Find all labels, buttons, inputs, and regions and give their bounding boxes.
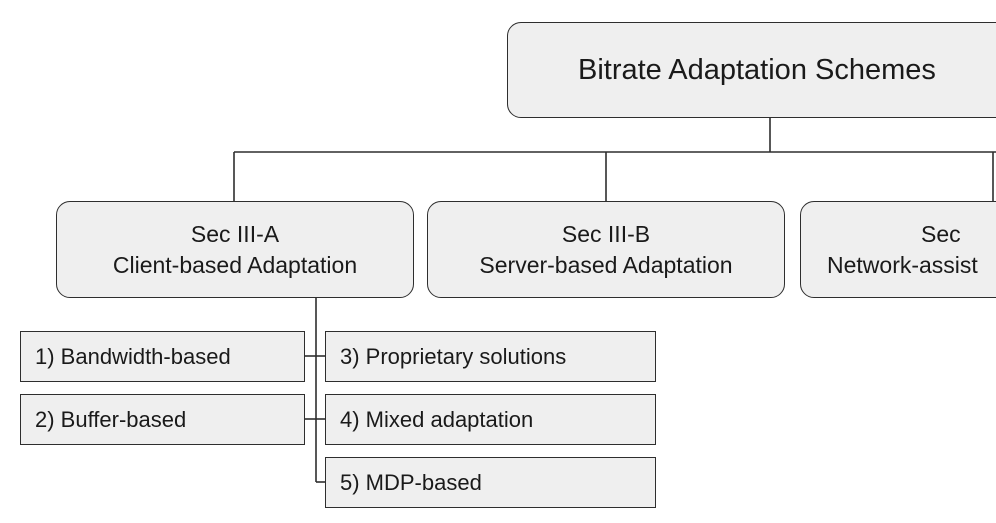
section-node-title: Network-assist <box>827 251 978 278</box>
root-node: Bitrate Adaptation Schemes <box>507 22 996 118</box>
subtype-node-proprietary: 3) Proprietary solutions <box>325 331 656 382</box>
section-node-heading: Sec III-B <box>561 220 651 247</box>
section-node-network: Sec Network-assist <box>800 201 996 298</box>
section-node-client: Sec III-A Client-based Adaptation <box>56 201 414 298</box>
section-node-heading: Sec III-A <box>190 220 280 247</box>
subtype-node-bandwidth: 1) Bandwidth-based <box>20 331 305 382</box>
subtype-node-label: 1) Bandwidth-based <box>35 343 231 369</box>
subtype-node-label: 2) Buffer-based <box>35 406 187 432</box>
section-node-title: Server-based Adaptation <box>479 251 733 278</box>
section-node-heading: Sec <box>921 220 961 247</box>
subtype-node-label: 4) Mixed adaptation <box>340 406 534 432</box>
subtype-node-mixed: 4) Mixed adaptation <box>325 394 656 445</box>
section-node-server: Sec III-B Server-based Adaptation <box>427 201 785 298</box>
root-node-label: Bitrate Adaptation Schemes <box>578 53 936 86</box>
subtype-node-label: 3) Proprietary solutions <box>340 343 567 369</box>
subtype-node-buffer: 2) Buffer-based <box>20 394 305 445</box>
subtype-node-mdp: 5) MDP-based <box>325 457 656 508</box>
subtype-node-label: 5) MDP-based <box>340 469 482 495</box>
section-node-title: Client-based Adaptation <box>112 251 358 278</box>
